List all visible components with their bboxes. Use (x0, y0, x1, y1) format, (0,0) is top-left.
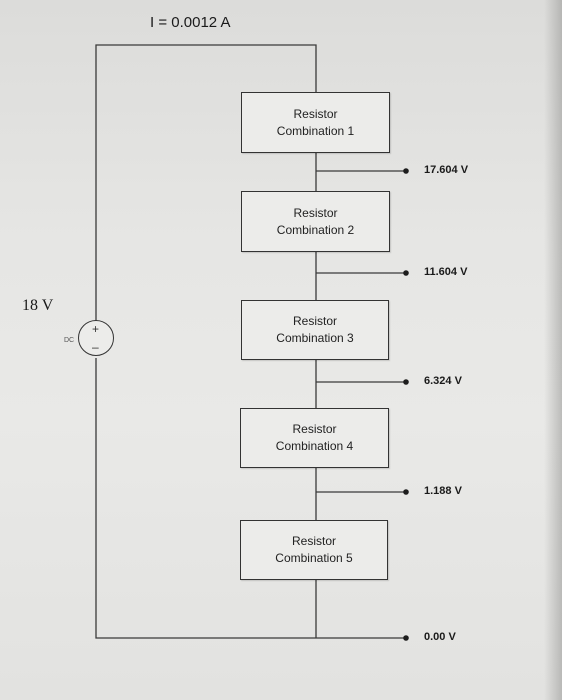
left-loop-wire (95, 44, 317, 338)
resistor-5-line1: Resistor (291, 534, 336, 548)
resistor-4-line1: Resistor (292, 422, 337, 436)
source-plus-sign: + (92, 322, 100, 336)
node-dot-3 (403, 379, 409, 385)
current-label: I = 0.0012 A (150, 14, 231, 31)
resistor-1-line1: Resistor (293, 106, 338, 121)
dc-voltage-source-icon: + – (78, 320, 114, 356)
resistor-combination-5: Resistor Combination 5 (240, 520, 388, 580)
resistor-2-line1: Resistor (293, 205, 338, 220)
node-voltage-1: 17.604 V (424, 164, 469, 176)
node-dot-4 (403, 489, 409, 495)
source-voltage-label: 18 V (22, 297, 54, 314)
resistor-combination-2: Resistor Combination 2 (241, 191, 390, 252)
source-minus-sign: – (92, 340, 99, 354)
node-dot-1 (403, 168, 409, 174)
node-dot-2 (403, 270, 409, 276)
resistor-3-line1: Resistor (292, 314, 337, 328)
node-voltage-5: 0.00 V (424, 631, 456, 643)
resistor-2-line2: Combination 2 (276, 222, 355, 237)
node-voltage-2: 11.604 V (424, 266, 468, 278)
node-voltage-4: 1.188 V (424, 485, 462, 497)
resistor-1-line2: Combination 1 (276, 123, 355, 138)
node-voltage-3: 6.324 V (424, 375, 462, 387)
resistor-5-line2: Combination 5 (275, 551, 353, 565)
resistor-4-line2: Combination 4 (275, 439, 354, 453)
source-type-tag: DC (64, 337, 75, 344)
resistor-combination-4: Resistor Combination 4 (240, 408, 389, 468)
bottom-loop-wire (95, 358, 316, 639)
node-dot-5 (403, 635, 409, 641)
resistor-3-line2: Combination 3 (276, 331, 354, 345)
resistor-combination-3: Resistor Combination 3 (241, 300, 389, 360)
resistor-combination-1: Resistor Combination 1 (241, 92, 390, 153)
